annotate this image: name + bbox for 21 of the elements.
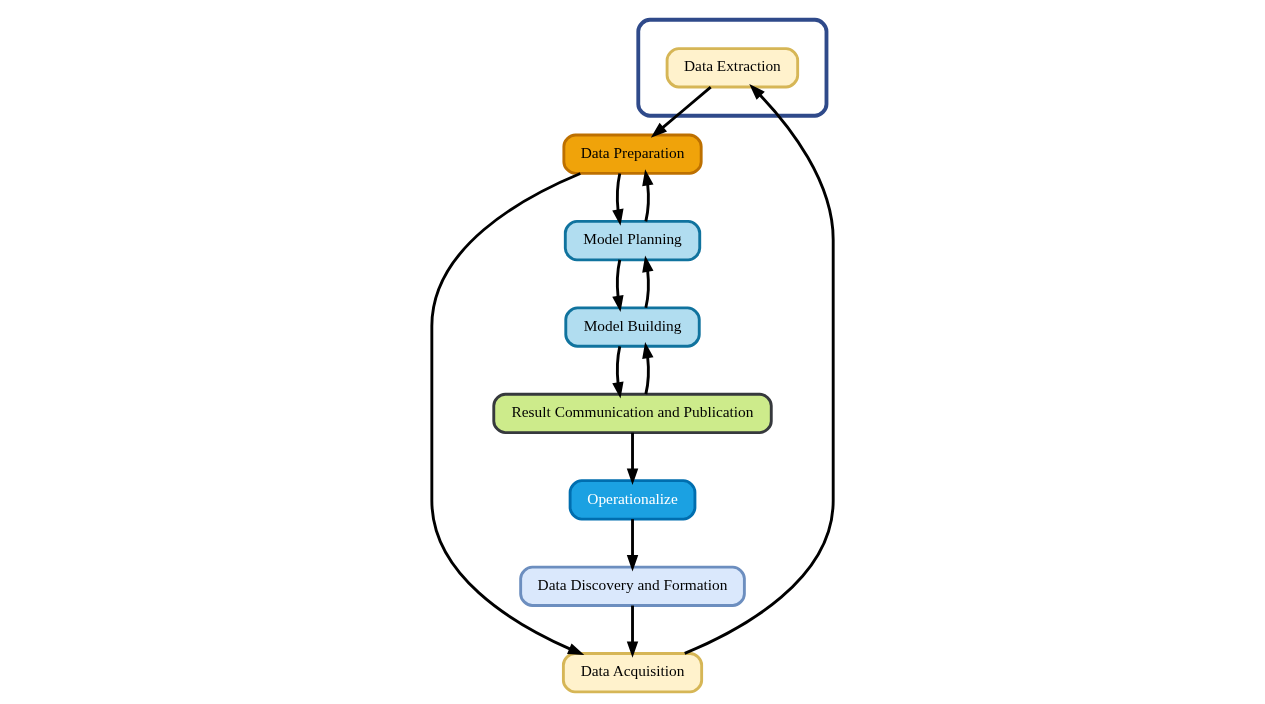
node-box: Data Preparation <box>561 133 703 175</box>
arrow <box>641 255 653 309</box>
node-box: Model Planning <box>563 219 701 262</box>
node-box: Data Discovery and Formation <box>518 565 746 607</box>
arrow <box>611 346 624 399</box>
arrow <box>611 259 624 313</box>
arrow <box>626 432 638 485</box>
arrow <box>683 84 835 655</box>
node-box: Model Building <box>563 306 701 348</box>
node-box: Result Communication and Publication <box>491 392 773 435</box>
arrow <box>429 172 584 656</box>
arrow <box>611 173 624 226</box>
arrow <box>626 605 638 658</box>
cluster <box>635 17 828 118</box>
arrow <box>641 169 653 222</box>
arrow <box>641 342 653 395</box>
arrow <box>650 85 712 138</box>
node-box: Operationalize <box>568 479 696 521</box>
arrow <box>626 519 638 572</box>
node-box: Data Extraction <box>665 47 799 89</box>
node-box: Data Acquisition <box>561 652 703 694</box>
